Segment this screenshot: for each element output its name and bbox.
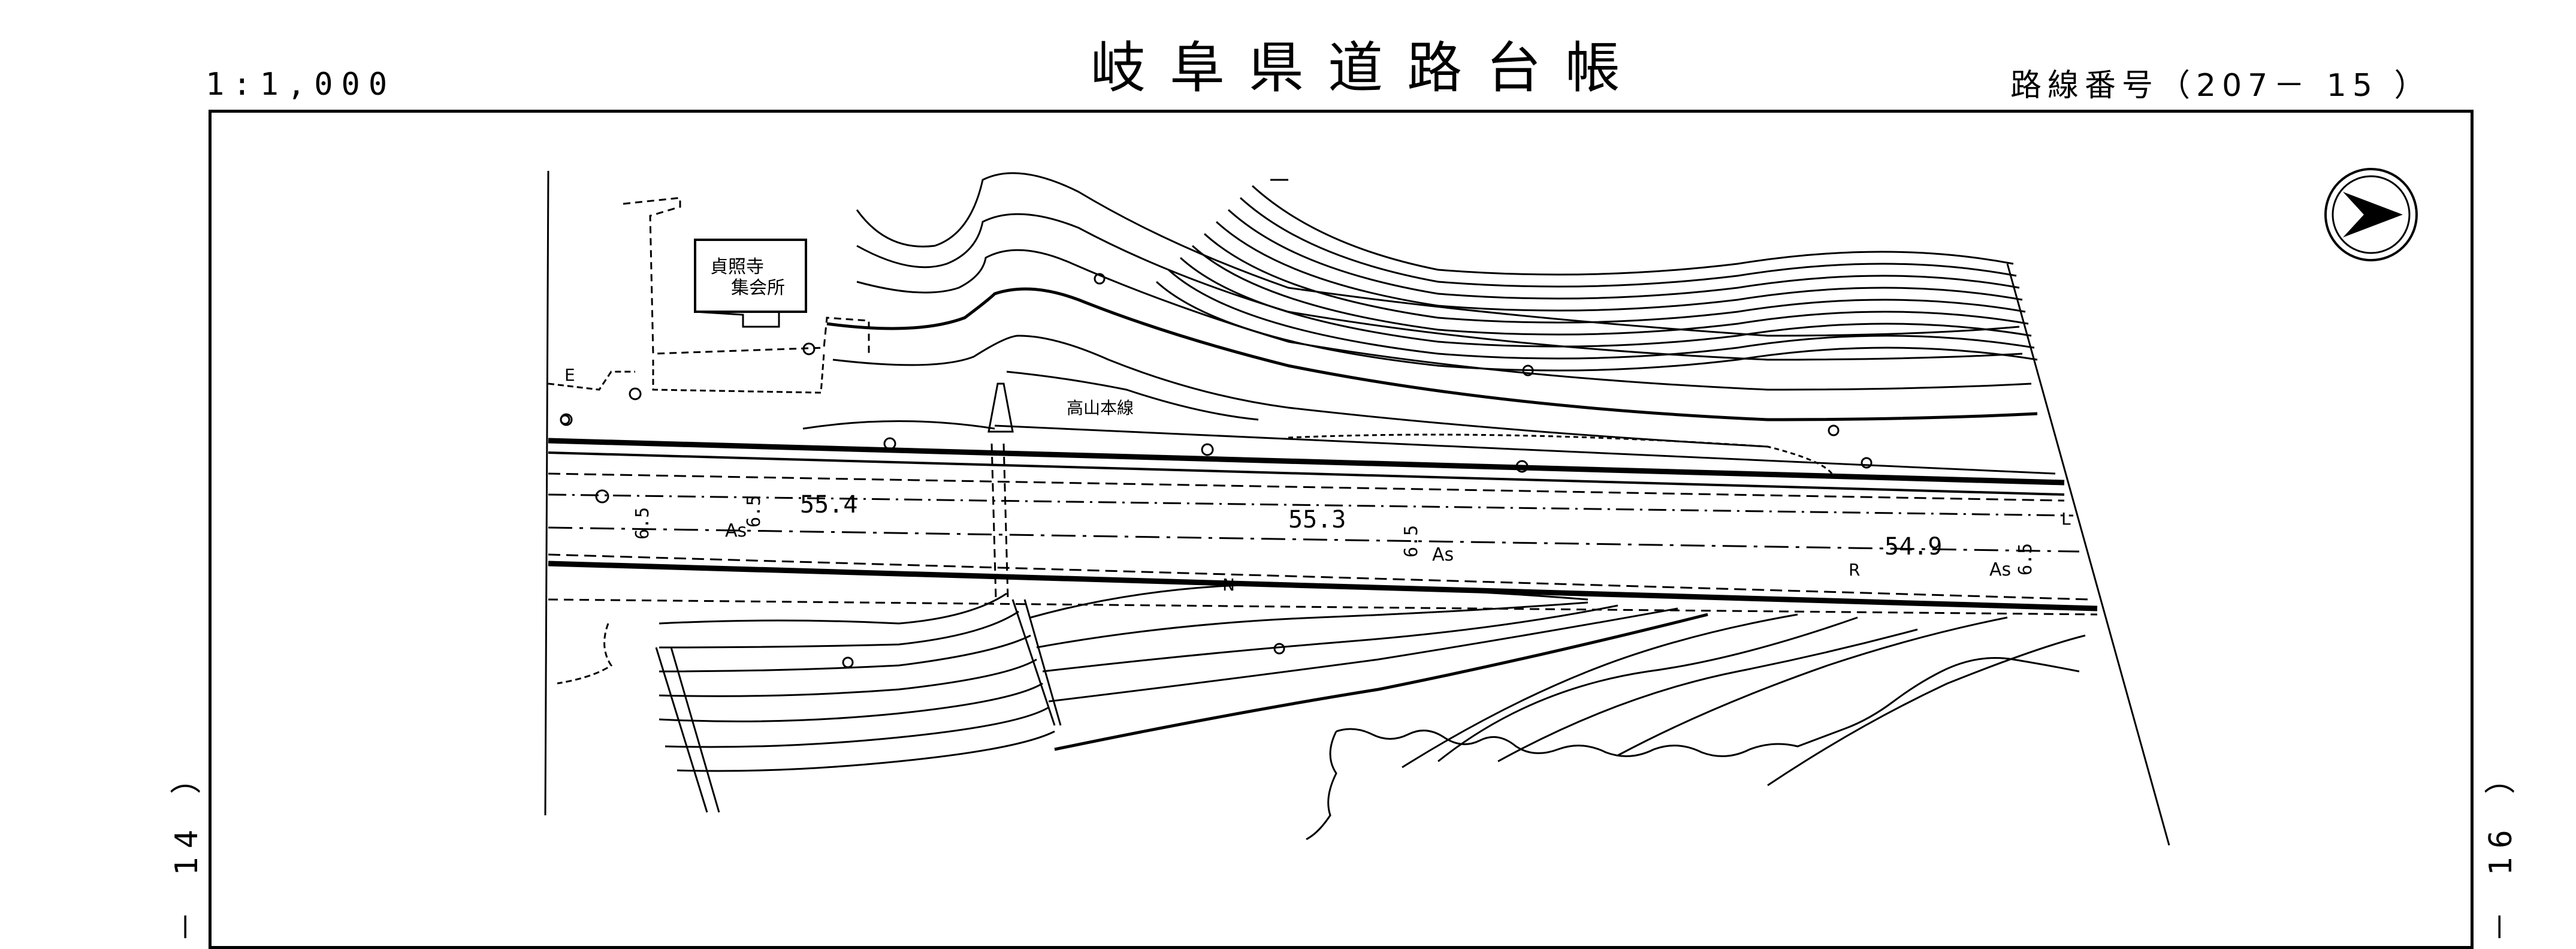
north-arrow-icon (2324, 168, 2418, 261)
pavement-label-2: As (1432, 544, 1454, 565)
road-width-label-4: 6.5 (2015, 543, 2036, 576)
building-label-1: 貞照寺 (710, 257, 764, 278)
pavement-label-1: As (725, 520, 747, 541)
road-width-label-1: 6.5 (632, 507, 653, 540)
symbol-n: N (1222, 575, 1235, 595)
building-temple-hall (694, 239, 807, 313)
elevation-label-3: 54.9 (1885, 533, 1942, 561)
symbol-e: E (564, 365, 575, 385)
pavement-label-3: As (1989, 559, 2011, 580)
symbol-r: R (1849, 560, 1860, 580)
page-title: 岐阜県道路台帳 (1091, 36, 1645, 100)
elevation-label-1: 55.4 (800, 491, 857, 519)
elevation-label-2: 55.3 (1288, 506, 1346, 534)
symbol-l: L (2061, 509, 2071, 529)
map-scale: 1:1,000 (206, 67, 396, 103)
route-number: 路線番号（207－ 15 ） (2010, 68, 2432, 104)
road-width-label-2: 6.5 (744, 495, 765, 528)
building-label-2: 集会所 (731, 278, 785, 299)
road-width-label-3: 6.5 (1401, 525, 1422, 558)
railway-label: 高山本線 (1067, 398, 1134, 418)
